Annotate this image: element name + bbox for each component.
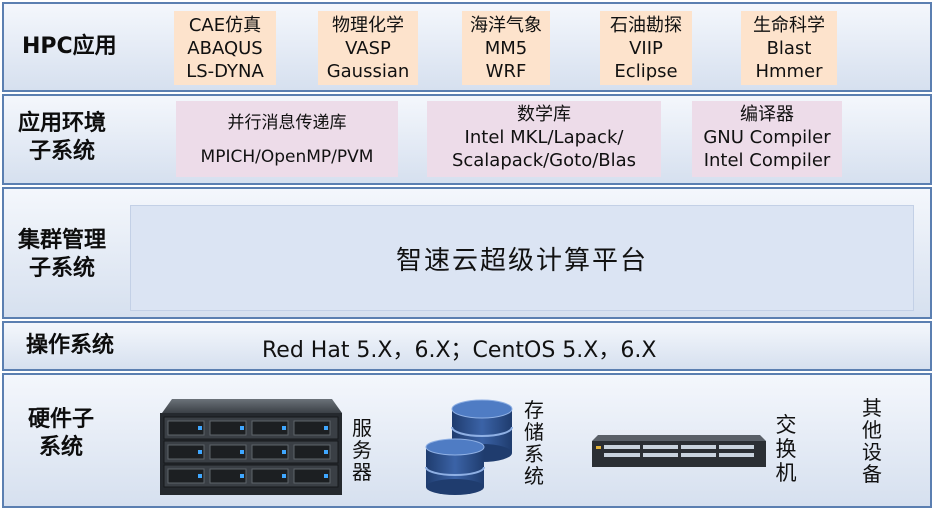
layer-label-env: 应用环境 子系统	[18, 111, 107, 164]
env-box-compiler: 编译器 GNU Compiler Intel Compiler	[692, 101, 842, 177]
layer-hardware: 硬件子 系统 服务器	[2, 373, 932, 508]
layer-operating-system: 操作系统 Red Hat 5.X，6.X；CentOS 5.X，6.X	[2, 321, 932, 371]
layer-application-environment: 应用环境 子系统 并行消息传递库 MPICH/OpenMP/PVM 数学库 In…	[2, 94, 932, 185]
layer-label-cluster: 集群管理 子系统	[18, 228, 107, 281]
os-list: Red Hat 5.X，6.X；CentOS 5.X，6.X	[262, 338, 657, 363]
layer-cluster-management: 集群管理 子系统 智速云超级计算平台	[2, 187, 932, 319]
hpc-box-life-science: 生命科学 Blast Hmmer	[741, 11, 837, 85]
layer-label-hardware: 硬件子 系统	[28, 407, 95, 460]
hpc-box-cae: CAE仿真 ABAQUS LS-DYNA	[174, 11, 276, 85]
layer-hpc-applications: HPC应用 CAE仿真 ABAQUS LS-DYNA 物理化学 VASP Gau…	[2, 2, 932, 92]
storage-icon	[425, 399, 513, 495]
layer-label-hpc: HPC应用	[22, 34, 117, 59]
server-label: 服务器	[352, 416, 372, 484]
other-devices-label: 其他设备	[862, 396, 882, 486]
server-icon	[160, 399, 342, 495]
env-box-math-library: 数学库 Intel MKL/Lapack/ Scalapack/Goto/Bla…	[427, 101, 661, 177]
hpc-box-physics-chemistry: 物理化学 VASP Gaussian	[318, 11, 418, 85]
cluster-platform: 智速云超级计算平台	[130, 205, 914, 311]
hpc-box-ocean-weather: 海洋气象 MM5 WRF	[462, 11, 550, 85]
storage-label: 存储系统	[524, 398, 544, 488]
hpc-box-oil-exploration: 石油勘探 VIIP Eclipse	[600, 11, 692, 85]
switch-label: 交换机	[775, 413, 797, 485]
layer-label-os: 操作系统	[26, 333, 115, 358]
env-box-mpi-library: 并行消息传递库 MPICH/OpenMP/PVM	[176, 101, 398, 177]
switch-icon	[592, 435, 766, 467]
